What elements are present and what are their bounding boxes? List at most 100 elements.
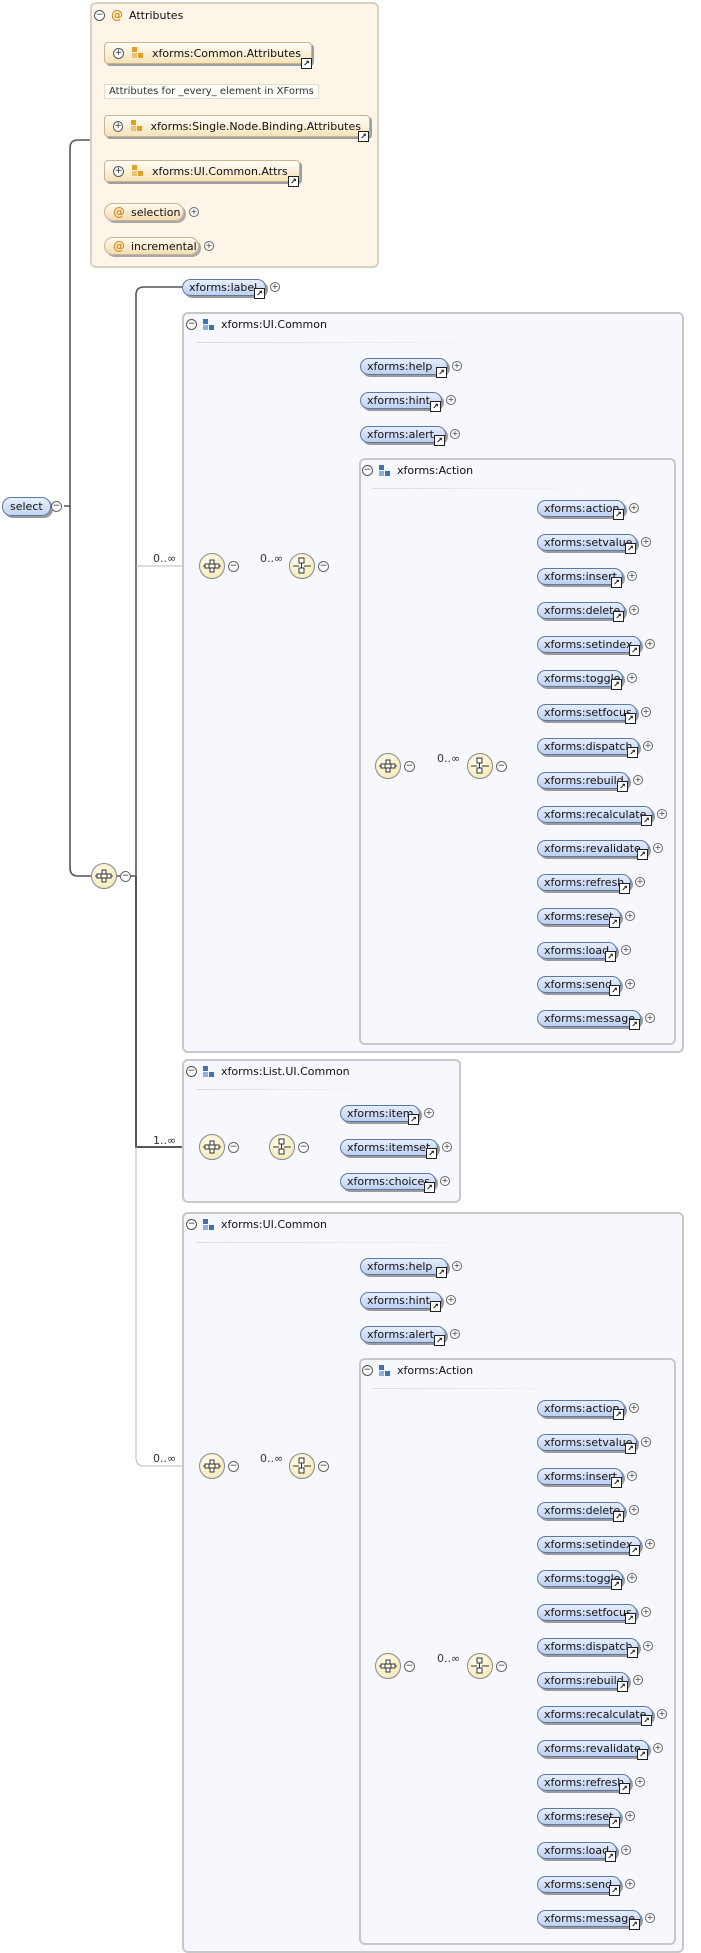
collapse-icon[interactable]: − [404,1661,415,1672]
link-icon[interactable]: ↗ [613,611,624,622]
element-delete[interactable]: xforms:delete [537,1502,625,1519]
attr-selection[interactable]: @ selection [104,203,184,221]
link-icon[interactable]: ↗ [408,1114,419,1125]
link-icon[interactable]: ↗ [629,1919,640,1930]
choice-compositor[interactable] [467,1653,493,1679]
link-icon[interactable]: ↗ [629,645,640,656]
expand-icon[interactable]: + [452,1261,462,1271]
element-dispatch[interactable]: xforms:dispatch [537,1638,639,1655]
element-send[interactable]: xforms:send [537,976,621,993]
collapse-icon[interactable]: − [496,1661,507,1672]
link-icon[interactable]: ↗ [617,781,628,792]
element-toggle[interactable]: xforms:toggle [537,1570,623,1587]
element-insert[interactable]: xforms:insert [537,1468,623,1485]
element-action[interactable]: xforms:action [537,1400,625,1417]
element-dispatch[interactable]: xforms:dispatch [537,738,639,755]
choice-compositor[interactable] [289,1453,315,1479]
element-setindex[interactable]: xforms:setindex [537,1536,641,1553]
link-icon[interactable]: ↗ [434,435,445,446]
expand-icon[interactable]: + [627,571,637,581]
collapse-icon[interactable]: − [228,561,239,572]
link-icon[interactable]: ↗ [254,288,265,299]
link-icon[interactable]: ↗ [629,1019,640,1030]
collapse-icon[interactable]: − [186,1066,197,1077]
expand-icon[interactable]: + [621,1845,631,1855]
element-load[interactable]: xforms:load [537,1842,617,1859]
expand-icon[interactable]: + [424,1108,434,1118]
expand-icon[interactable]: + [446,395,456,405]
expand-icon[interactable]: + [643,741,653,751]
sequence-compositor[interactable] [91,863,117,889]
expand-icon[interactable]: + [450,1329,460,1339]
choice-compositor[interactable] [269,1134,295,1160]
expand-icon[interactable]: + [633,1675,643,1685]
element-delete[interactable]: xforms:delete [537,602,625,619]
expand-icon[interactable]: + [625,979,635,989]
attr-group-ui-common-attrs[interactable]: + xforms:UI.Common.Attrs [104,160,300,182]
collapse-icon[interactable]: − [362,1365,373,1376]
expand-icon[interactable]: + [204,241,214,251]
element-action[interactable]: xforms:action [537,500,625,517]
link-icon[interactable]: ↗ [424,1182,435,1193]
collapse-icon[interactable]: − [228,1461,239,1472]
link-icon[interactable]: ↗ [619,1783,630,1794]
collapse-icon[interactable]: − [186,1219,197,1230]
expand-icon[interactable]: + [442,1142,452,1152]
link-icon[interactable]: ↗ [609,1885,620,1896]
element-setvalue[interactable]: xforms:setvalue [537,1434,637,1451]
link-icon[interactable]: ↗ [613,509,624,520]
link-icon[interactable]: ↗ [609,917,620,928]
element-message[interactable]: xforms:message [537,1010,641,1027]
link-icon[interactable]: ↗ [641,815,652,826]
expand-icon[interactable]: + [645,1539,655,1549]
collapse-icon[interactable]: − [186,319,197,330]
sequence-compositor[interactable] [375,1653,401,1679]
sequence-compositor[interactable] [375,753,401,779]
link-icon[interactable]: ↗ [611,577,622,588]
link-icon[interactable]: ↗ [605,1851,616,1862]
link-icon[interactable]: ↗ [641,1715,652,1726]
link-icon[interactable]: ↗ [609,1817,620,1828]
expand-icon[interactable]: + [621,945,631,955]
element-load[interactable]: xforms:load [537,942,617,959]
link-icon[interactable]: ↗ [301,58,312,69]
link-icon[interactable]: ↗ [434,1335,445,1346]
link-icon[interactable]: ↗ [613,1409,624,1420]
expand-icon[interactable]: + [645,639,655,649]
element-recalculate[interactable]: xforms:recalculate [537,1706,653,1723]
expand-icon[interactable]: + [641,537,651,547]
expand-icon[interactable]: + [113,165,124,177]
link-icon[interactable]: ↗ [613,1511,624,1522]
element-item[interactable]: xforms:item [340,1105,420,1122]
element-hint[interactable]: xforms:hint [360,392,442,409]
element-reset[interactable]: xforms:reset [537,1808,621,1825]
link-icon[interactable]: ↗ [430,401,441,412]
element-revalidate[interactable]: xforms:revalidate [537,840,649,857]
element-setfocus[interactable]: xforms:setfocus [537,704,637,721]
element-rebuild[interactable]: xforms:rebuild [537,772,629,789]
element-send[interactable]: xforms:send [537,1876,621,1893]
expand-icon[interactable]: + [113,120,124,132]
expand-icon[interactable]: + [629,605,639,615]
collapse-icon[interactable]: − [120,871,131,882]
element-itemset[interactable]: xforms:itemset [340,1139,438,1156]
expand-icon[interactable]: + [452,361,462,371]
expand-icon[interactable]: + [635,877,645,887]
expand-icon[interactable]: + [629,1403,639,1413]
expand-icon[interactable]: + [625,1879,635,1889]
element-setfocus[interactable]: xforms:setfocus [537,1604,637,1621]
attr-group-common[interactable]: + xforms:Common.Attributes [104,42,312,64]
expand-icon[interactable]: + [653,843,663,853]
link-icon[interactable]: ↗ [430,1301,441,1312]
link-icon[interactable]: ↗ [627,1647,638,1658]
element-setindex[interactable]: xforms:setindex [537,636,641,653]
expand-icon[interactable]: + [627,1573,637,1583]
collapse-icon[interactable]: − [94,9,105,21]
expand-icon[interactable]: + [633,775,643,785]
collapse-icon[interactable]: − [318,561,329,572]
expand-icon[interactable]: + [446,1295,456,1305]
element-message[interactable]: xforms:message [537,1910,641,1927]
element-label[interactable]: xforms:label [182,279,266,296]
expand-icon[interactable]: + [645,1913,655,1923]
link-icon[interactable]: ↗ [611,679,622,690]
